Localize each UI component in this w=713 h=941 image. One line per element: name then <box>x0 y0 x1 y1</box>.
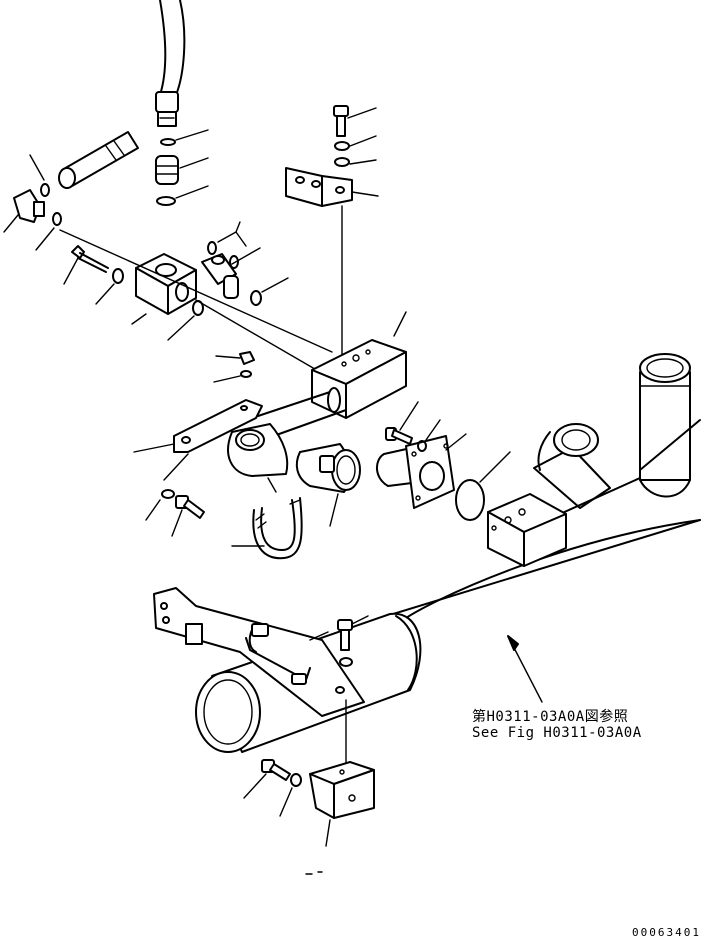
flange-bolt <box>386 402 418 444</box>
coolant-pipe-short <box>258 388 346 438</box>
right-elbow-pipe <box>534 424 610 508</box>
elbow-o-ring <box>36 213 61 250</box>
manifold-block <box>312 312 406 418</box>
top-mounting-bracket <box>286 168 378 206</box>
elbow-pipe <box>228 424 287 492</box>
hose-fitting-o-ring <box>161 130 208 145</box>
flange-o-ring <box>456 452 510 520</box>
main-bracket-washer <box>340 658 352 666</box>
lower-bracket-washer <box>280 774 301 816</box>
nut-washer <box>214 371 251 382</box>
flange-washer <box>418 420 440 451</box>
tee-fitting <box>202 248 260 298</box>
u-bolt <box>232 498 302 558</box>
flange-elbow <box>377 434 466 508</box>
main-pipe-body <box>380 420 700 622</box>
hose-adapter <box>156 156 208 184</box>
reference-note-en: See Fig H0311-03A0A <box>472 725 642 741</box>
vertical-inlet-pipe <box>640 354 690 480</box>
straight-fitting <box>59 132 138 188</box>
top-bracket-bolt <box>334 106 376 136</box>
hydraulic-hose <box>156 0 184 126</box>
top-bracket-washer-1 <box>335 136 376 150</box>
adapter-o-ring <box>157 186 208 205</box>
top-bracket-washer-2 <box>335 158 376 166</box>
pipe-u-clamp <box>246 624 310 684</box>
assembly-centerline-1 <box>60 230 332 352</box>
hex-nut <box>216 352 254 364</box>
bracket-washer <box>146 490 174 520</box>
reference-note-jp: 第H0311-03A0A図参照 <box>472 709 629 725</box>
rear-manifold-block <box>488 494 566 566</box>
fitting-o-ring-left <box>30 155 49 196</box>
block-mounting-bolt <box>64 246 108 284</box>
drawing-id: 00063401 <box>632 926 701 939</box>
main-bracket-bolt <box>338 616 368 650</box>
junction-block <box>132 254 196 324</box>
main-mounting-bracket <box>154 588 364 716</box>
reference-leader <box>508 636 542 702</box>
tee-o-rings <box>208 222 246 268</box>
tee-outlet-o-ring <box>251 278 288 305</box>
lower-bracket-bolt <box>244 760 290 798</box>
bracket-bolt <box>172 496 204 536</box>
bolt-washer <box>96 269 123 304</box>
lower-support-bracket <box>310 762 374 846</box>
elbow-fitting <box>4 190 44 232</box>
hose-clamp-coupling <box>297 444 360 526</box>
pipe-support-bracket <box>134 400 262 480</box>
assembly-centerline-2 <box>196 300 320 372</box>
